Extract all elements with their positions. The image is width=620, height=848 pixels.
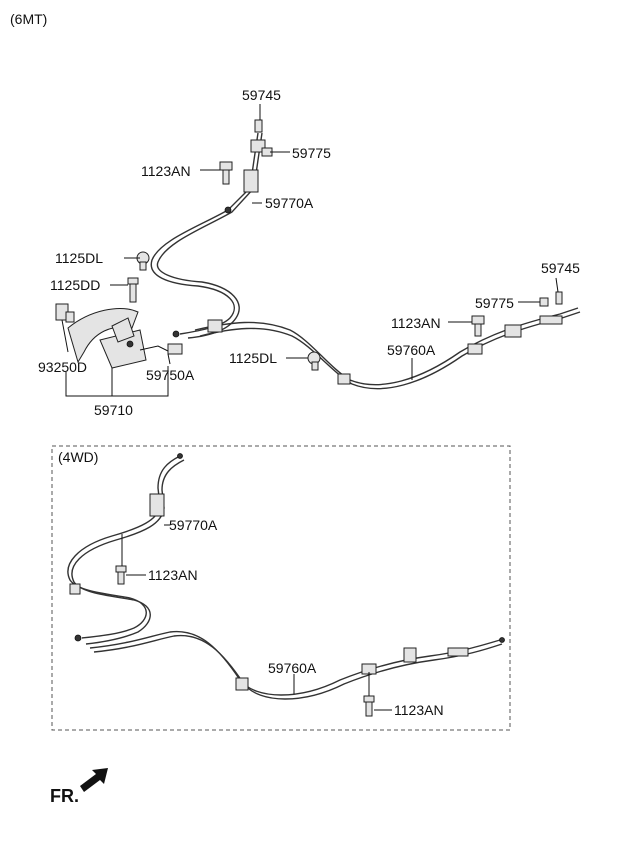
part-1123AN-top: 1123AN <box>141 163 191 179</box>
cable-clip <box>224 206 232 214</box>
cable-bracket <box>504 324 522 338</box>
cable-bracket <box>243 169 259 193</box>
leader-lines-4wd <box>121 524 392 711</box>
part-59775-right: 59775 <box>475 295 514 311</box>
clip-59745-right <box>555 291 563 305</box>
bolt-1123AN-right <box>471 315 485 337</box>
part-59770A-top: 59770A <box>265 195 314 211</box>
part-1125DL-left: 1125DL <box>55 250 103 266</box>
cable-end-ball <box>74 634 82 642</box>
cable-grommet <box>467 343 483 355</box>
part-1123AN-4wd-left: 1123AN <box>148 567 198 583</box>
front-cable-59770A-4wd <box>67 453 185 645</box>
bolt-1125DD <box>127 277 139 303</box>
part-59760A-top: 59760A <box>387 342 436 358</box>
part-59710: 59710 <box>94 402 133 418</box>
rear-cable-59760A <box>194 307 581 390</box>
part-59745-top: 59745 <box>242 87 281 103</box>
cable-grommet <box>235 677 249 691</box>
part-93250D: 93250D <box>38 359 87 375</box>
inset-label: (4WD) <box>58 449 98 465</box>
cable-end-ball <box>499 637 505 643</box>
cable-end-ball <box>177 453 183 459</box>
part-1123AN-right: 1123AN <box>391 315 441 331</box>
cable-end-ball <box>172 330 180 338</box>
equalizer-bracket <box>207 319 223 333</box>
part-59750A: 59750A <box>146 367 195 383</box>
cable-end-fitting <box>447 647 469 657</box>
direction-label: FR. <box>50 786 79 806</box>
4wd-inset-frame <box>51 445 511 731</box>
part-59770A-4wd: 59770A <box>169 517 218 533</box>
cable-end-fitting <box>539 315 563 325</box>
clip-59775-top <box>261 147 273 157</box>
front-arrow-icon <box>80 768 108 792</box>
part-1125DD: 1125DD <box>50 277 100 293</box>
part-59775-top: 59775 <box>292 145 331 161</box>
cable-bracket <box>403 647 417 663</box>
cable-grommet <box>337 373 351 385</box>
variant-label: (6MT) <box>10 11 47 27</box>
switch-93250D <box>55 303 75 323</box>
cable-bracket <box>149 493 165 517</box>
clip-59775-right <box>539 297 549 307</box>
part-59745-right: 59745 <box>541 260 580 276</box>
rear-cable-59760A-4wd <box>89 630 505 700</box>
equalizer <box>167 343 183 355</box>
parking-brake-lever-59710 <box>67 308 183 369</box>
cable-grommet <box>69 583 81 595</box>
bolt-1123AN-top <box>219 161 233 185</box>
bolt-1125DL-left <box>136 251 150 271</box>
part-59760A-4wd: 59760A <box>268 660 317 676</box>
bolt-1123AN-4wd-left <box>115 565 127 585</box>
part-1123AN-4wd-bottom: 1123AN <box>394 702 444 718</box>
clip-59745-top <box>254 119 263 133</box>
part-1125DL-mid: 1125DL <box>229 350 277 366</box>
bolt-1125DL-mid <box>307 351 321 371</box>
leader-lines <box>61 104 559 397</box>
bolt-1123AN-4wd-bottom <box>363 695 375 717</box>
